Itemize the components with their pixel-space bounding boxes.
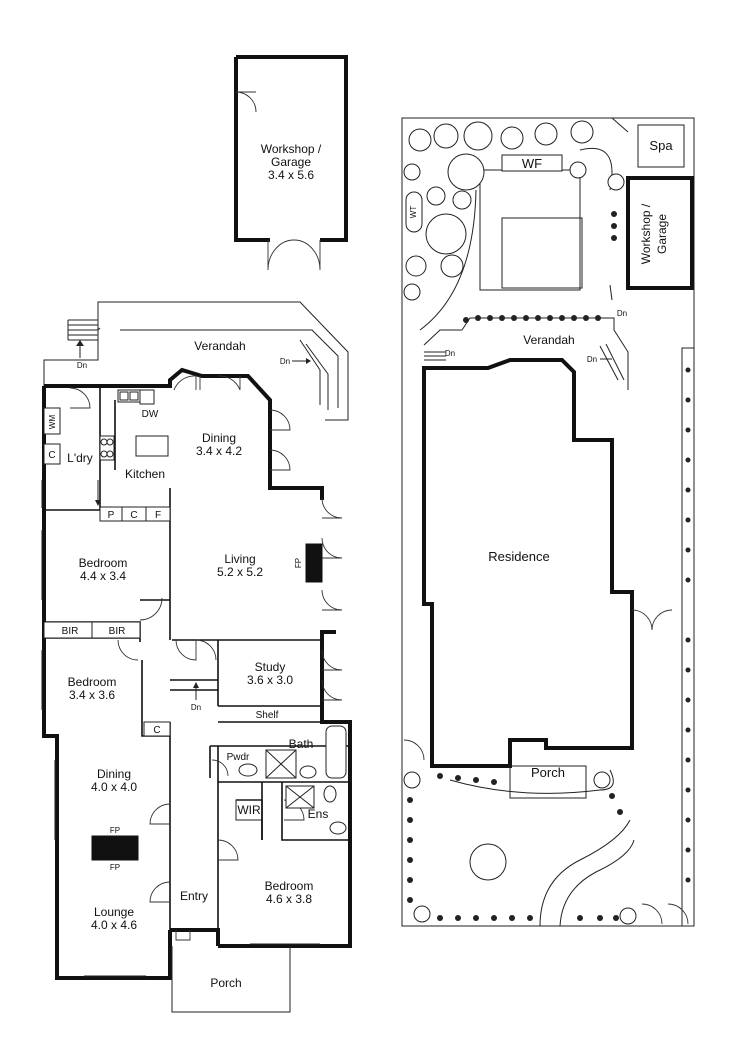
wf-label: WF (522, 156, 542, 171)
pwdr-label: Pwdr (227, 752, 250, 763)
site-verandah-label: Verandah (523, 333, 574, 347)
lounge-size: 4.0 x 4.6 (91, 918, 137, 932)
double-fireplace-icon (91, 835, 139, 861)
garage-label: Garage (271, 155, 311, 169)
site-verandah (461, 317, 629, 390)
bedroom2-size: 3.4 x 3.6 (69, 688, 115, 702)
living-fp-label: FP (294, 558, 303, 568)
bedroom1-size: 4.4 x 3.4 (80, 569, 126, 583)
pantry-label: P (108, 510, 115, 521)
hedges (407, 211, 691, 921)
bir-right-label: BIR (109, 626, 126, 637)
shelf-label: Shelf (256, 710, 279, 721)
laundry-c-label: C (48, 450, 55, 461)
verandah-dn-right: Dn (280, 357, 290, 366)
wet-areas: Pwdr Bath WIR Ens (227, 725, 347, 835)
bedroom2-label: Bedroom (68, 675, 117, 689)
workshop-size: 3.4 x 5.6 (268, 168, 314, 182)
wm-label: WM (48, 415, 57, 430)
dining-front-label: Dining (97, 767, 131, 781)
verandah-label: Verandah (194, 339, 245, 353)
dw-label: DW (142, 409, 159, 420)
site-dn-right-label: Dn (587, 355, 597, 364)
site-dn-upper-label: Dn (617, 309, 627, 318)
fp-bottom-label: FP (110, 863, 120, 872)
fp-top-label: FP (110, 826, 120, 835)
site-garage-label: Garage (655, 214, 669, 254)
site-workshop (626, 176, 694, 290)
bedroom3-label: Bedroom (265, 879, 314, 893)
entry-label: Entry (180, 889, 208, 903)
wt-label: WT (409, 206, 418, 219)
living-fireplace-icon (305, 543, 323, 583)
residence-outline (422, 358, 634, 768)
dining-rear-size: 3.4 x 4.2 (196, 444, 242, 458)
interior-walls (44, 388, 350, 930)
dining-rear-label: Dining (202, 431, 236, 445)
fridge-label: F (155, 510, 161, 521)
spa (637, 124, 685, 168)
workshop-garage: Workshop / Garage 3.4 x 5.6 (234, 55, 348, 271)
bedroom3-size: 4.6 x 3.8 (266, 892, 312, 906)
kitchen-fixtures: DW Kitchen (99, 389, 169, 481)
wir-label: WIR (237, 803, 261, 817)
ens-label: Ens (308, 807, 329, 821)
living-size: 5.2 x 5.2 (217, 565, 263, 579)
study-size: 3.6 x 3.0 (247, 673, 293, 687)
front-porch (171, 946, 291, 1013)
house-exterior-wall (42, 367, 352, 980)
bir-left-label: BIR (62, 626, 79, 637)
hall-cupboard-label: C (153, 725, 160, 736)
site-dn-left-label: Dn (445, 349, 455, 358)
bedroom1-label: Bedroom (79, 556, 128, 570)
site-workshop-label: Workshop / (639, 203, 653, 264)
verandah: Dn Verandah Dn (43, 301, 349, 421)
kitchen-island (135, 435, 169, 457)
site-plan: Spa Workshop / Garage WF WT Dn Verandah … (401, 117, 695, 927)
porch-label: Porch (210, 976, 241, 990)
living-label: Living (224, 552, 255, 566)
spa-label: Spa (649, 138, 673, 153)
site-porch-label: Porch (531, 765, 565, 780)
bathtub-icon (325, 725, 347, 779)
cupboard-label: C (130, 510, 137, 521)
study-label: Study (255, 660, 286, 674)
laundry-label: L'dry (67, 451, 93, 465)
cupboards: P C F (99, 506, 171, 522)
study-dn-label: Dn (191, 703, 201, 712)
bath-label: Bath (289, 737, 314, 751)
windows (41, 480, 320, 977)
floor-plan: Workshop / Garage 3.4 x 5.6 Dn V (41, 55, 352, 1013)
kitchen-label: Kitchen (125, 467, 165, 481)
laundry: WM C L'dry (43, 407, 101, 506)
workshop-label: Workshop / (261, 142, 322, 156)
dishwasher-icon (139, 389, 155, 405)
shrubs (403, 120, 637, 925)
dining-front-size: 4.0 x 4.0 (91, 780, 137, 794)
residence-label: Residence (488, 549, 549, 564)
verandah-dn-left: Dn (77, 361, 87, 370)
lounge-label: Lounge (94, 905, 134, 919)
verandah-steps (67, 319, 98, 358)
